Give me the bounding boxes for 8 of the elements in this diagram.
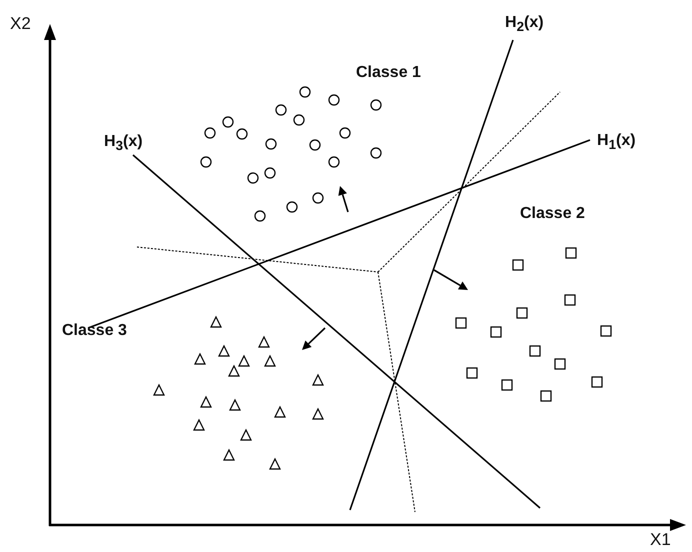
line-label: H$_{3}$(x) (104, 133, 143, 154)
axis-label: X2 (10, 14, 31, 34)
class-label: Classe 1 (356, 64, 421, 82)
axis-label: X1 (650, 530, 671, 550)
class-label: Classe 3 (62, 322, 127, 340)
line-label: H$_{1}$(x) (597, 132, 636, 152)
class-label: Classe 2 (520, 205, 585, 223)
line-label: H$_{2}$(x) (505, 14, 544, 34)
